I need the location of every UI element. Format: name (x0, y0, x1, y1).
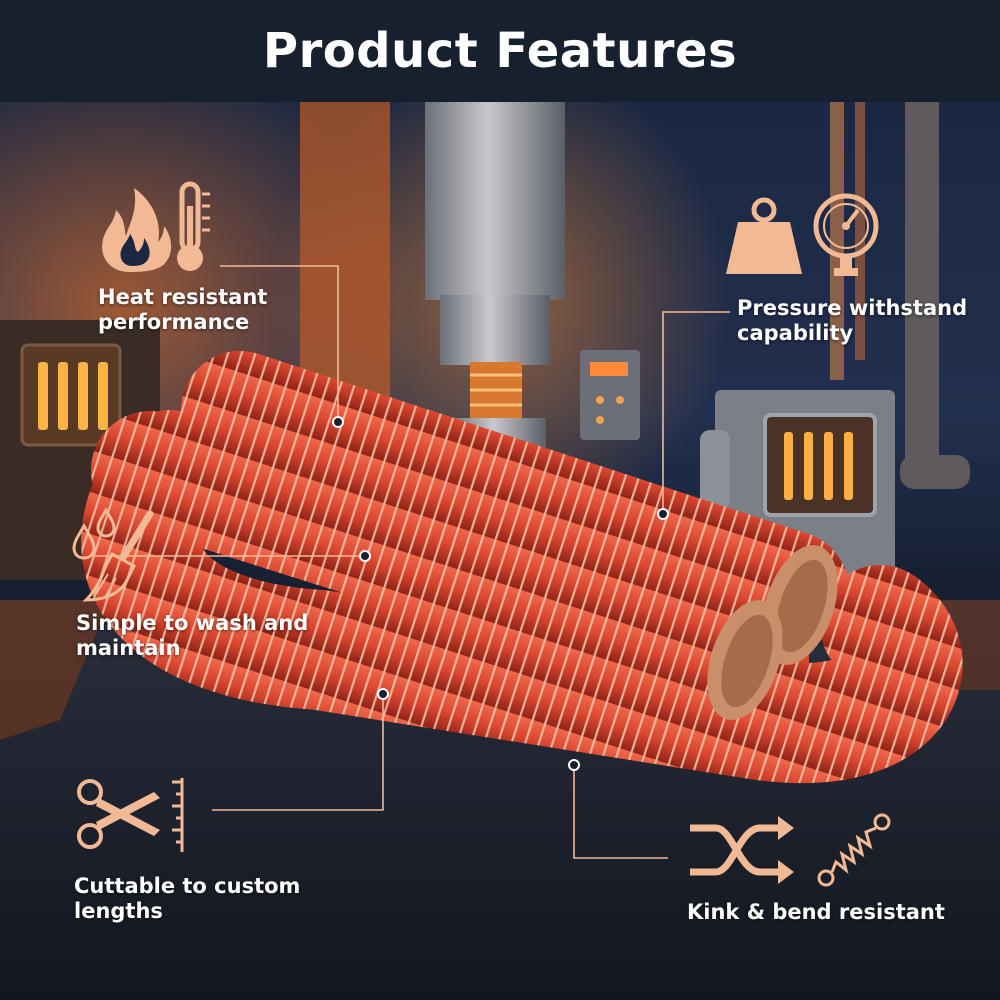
feature-wash-line1: Simple to wash and (76, 611, 309, 635)
feature-cut-line1: Cuttable to custom (74, 874, 301, 898)
weight-icon (726, 193, 879, 276)
feature-heat-line2: performance (98, 310, 250, 334)
feature-pressure-line1: Pressure withstand (737, 296, 968, 320)
feature-heat-line1: Heat resistant (98, 285, 268, 309)
pressure-gauge-icon (813, 193, 879, 276)
scissors-icon (77, 778, 184, 852)
feature-easy-wash: Simple to wash and maintain (76, 611, 308, 661)
feature-cuttable: Cuttable to custom lengths (74, 874, 300, 924)
brush-icon (82, 510, 154, 602)
feature-kink-resistant: Kink & bend resistant (687, 900, 945, 925)
feature-pressure-line2: capability (737, 321, 854, 345)
flame-icon (102, 181, 210, 272)
feature-pressure-withstand: Pressure withstand capability (737, 296, 967, 346)
water-drops-icon (72, 508, 154, 602)
feature-kink-line1: Kink & bend resistant (687, 900, 945, 924)
page-title: Product Features (262, 23, 738, 79)
crossing-arrows-icon (690, 813, 891, 887)
spring-icon (817, 813, 891, 887)
feature-cut-line2: lengths (74, 899, 163, 923)
ruler-icon (172, 778, 184, 852)
header-bar: Product Features (0, 0, 1000, 102)
feature-heat-resistant: Heat resistant performance (98, 285, 267, 335)
feature-wash-line2: maintain (76, 636, 181, 660)
